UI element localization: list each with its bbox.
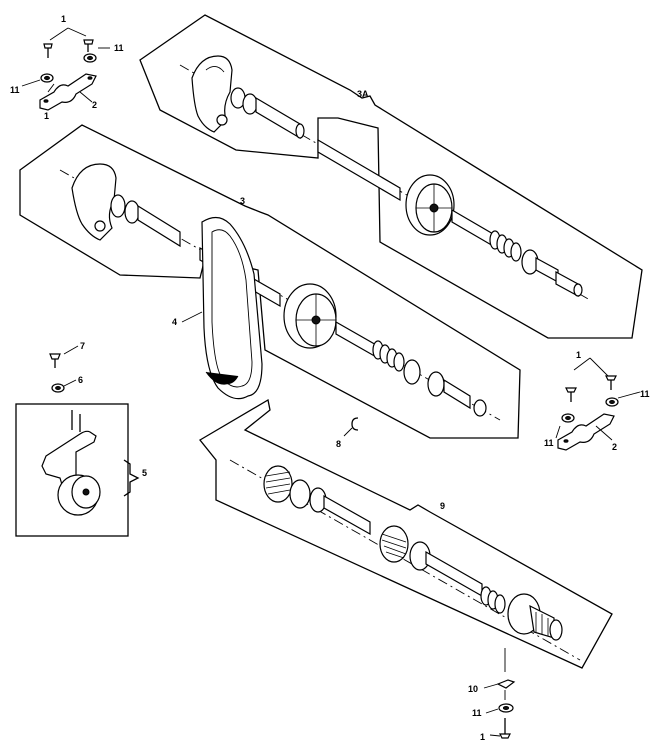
callout-1: 1 (61, 14, 66, 24)
spring (489, 230, 522, 262)
callout-2: 2 (92, 100, 97, 110)
callout-1: 1 (576, 350, 581, 360)
callout-6: 6 (78, 375, 83, 385)
top-left-clamp-assembly: 1 11 11 2 1 (10, 14, 124, 121)
spring (372, 340, 405, 372)
spring (480, 586, 506, 614)
shaft-assembly-3: 3 4 (19, 124, 521, 439)
callout-1: 1 (480, 732, 485, 742)
callout-10: 10 (468, 684, 478, 694)
bottom-fastener-parts: 10 11 1 (468, 648, 516, 742)
callout-11: 11 (472, 708, 482, 718)
callout-11: 11 (10, 85, 20, 95)
right-clamp-assembly: 1 11 11 2 (544, 350, 650, 452)
callout-7: 7 (80, 341, 85, 351)
shaft-assembly-3a: 3A (139, 14, 643, 339)
drive-belt (201, 216, 263, 400)
callout-3: 3 (240, 196, 245, 206)
callout-2: 2 (612, 442, 617, 452)
callout-8: 8 (336, 439, 341, 449)
callout-11: 11 (114, 43, 124, 53)
gear-shaft-assembly-9: 9 (199, 398, 613, 669)
callout-9: 9 (440, 501, 445, 511)
callout-11: 11 (640, 389, 650, 399)
callout-11: 11 (544, 438, 554, 448)
tensioner-pulley-assembly-5: 5 (15, 403, 147, 537)
callout-3a: 3A (357, 89, 369, 99)
callout-5: 5 (142, 468, 147, 478)
callout-1: 1 (44, 111, 49, 121)
e-clip-8: 8 (336, 417, 359, 449)
screw-and-washer-7-6: 7 6 (49, 341, 85, 393)
callout-4: 4 (172, 317, 177, 327)
